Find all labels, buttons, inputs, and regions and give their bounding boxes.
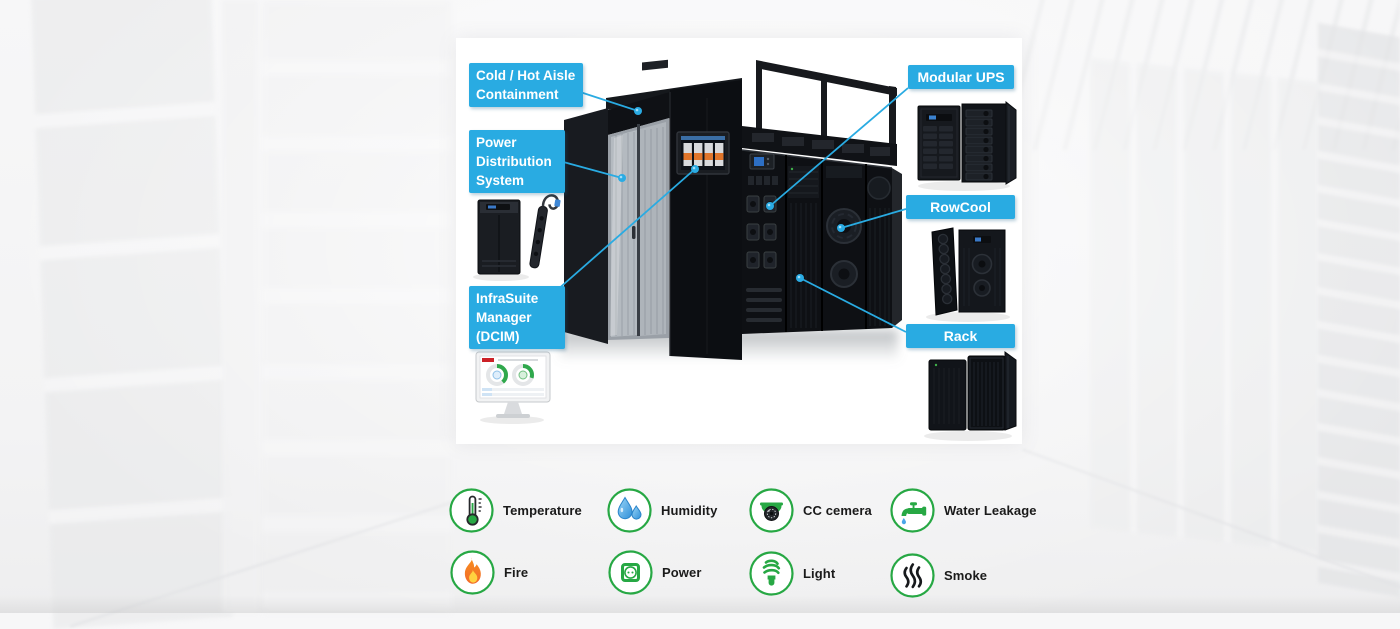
sensor-label: Humidity [661,503,718,518]
callout-text-line: Modular UPS [917,69,1005,85]
power-outlet-icon [608,550,653,595]
background-right-near-rack [1318,22,1400,598]
background-left-server-rack [31,0,233,629]
sensor-item-water-leakage: Water Leakage [890,488,1037,533]
callout-text-line: Manager [476,310,532,326]
callout-text-line: System [476,173,525,189]
background-mid-racks [262,0,452,613]
rack-row-side [892,168,902,328]
background-left-column [222,0,258,613]
sensor-item-fire: Fire [450,550,528,595]
flame-icon [450,550,495,595]
left-end-wall [564,108,608,344]
server-rack-face [788,166,819,328]
pdu-product-image [473,194,561,281]
callout-text-line: InfraSuite [476,291,539,306]
containment-end-panel [669,80,742,360]
rack-row [741,149,902,334]
sensor-item-humidity: Humidity [607,488,717,533]
background-floor-line-right [1022,448,1400,595]
callout-power-distribution-system: Power Distribution System [469,130,565,194]
background-bottom-shade [0,595,1400,613]
callout-text-line: Cold / Hot Aisle [476,68,576,83]
sensor-item-light: Light [749,551,835,596]
smoke-icon [890,553,935,598]
sensor-label: Light [803,566,836,581]
sensor-item-smoke: Smoke [890,553,987,598]
cctv-camera-icon [749,488,794,533]
dcim-monitor-image [475,351,551,424]
callout-cold-hot-aisle-containment: Cold / Hot Aisle Containment [469,63,583,108]
callout-text-line: (DCIM) [476,329,520,345]
rack-product-image [924,351,1017,441]
rack-pdu-stick [529,194,561,269]
callout-text-line: RowCool [930,199,991,215]
sensor-label: Power [662,565,702,580]
callout-infrasuite-manager-dcim: InfraSuite Manager (DCIM) [469,286,565,350]
aisle-glass-doors [608,118,669,340]
thermometer-icon [449,488,494,533]
background-right-rack-row [1090,57,1320,553]
callout-text-line: Containment [476,87,559,103]
callout-rack: Rack [906,324,1015,348]
overhead-gantry [742,60,897,166]
water-tap-icon [890,488,935,533]
background-floor-line-left [69,495,471,628]
end-rack-face [867,176,891,326]
callout-text-line: Rack [943,328,978,344]
rowcool-product-image [926,227,1010,322]
humidity-drops-icon [607,488,652,533]
callout-text-line: Power [476,135,517,150]
sensor-label: Water Leakage [944,503,1037,518]
sensor-item-power: Power [608,550,702,595]
infographic-panel: Cold / Hot Aisle Containment Power Distr… [456,38,1022,444]
sensor-item-cc-camera: CC cemera [749,488,872,533]
light-bulb-icon [749,551,794,596]
callout-rowcool: RowCool [906,195,1015,219]
callout-lines [555,87,909,333]
callout-dots [618,107,845,282]
background-ceiling-lights [1020,0,1400,150]
callout-modular-ups: Modular UPS [908,65,1014,89]
sensor-item-temperature: Temperature [449,488,582,533]
sensor-label: Smoke [944,568,988,583]
modular-ups-product-image [917,100,1017,191]
sensor-label: Fire [504,565,529,580]
touchscreen-display [676,131,730,175]
sensor-label: Temperature [503,503,582,518]
sensor-label: CC cemera [803,503,872,518]
datacenter-scene-illustration [473,59,1017,441]
callout-text-line: Distribution [476,154,552,170]
